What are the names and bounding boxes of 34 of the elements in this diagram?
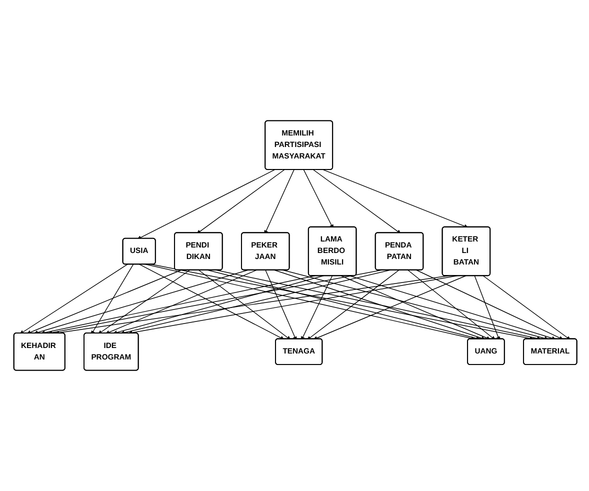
arrow	[26, 270, 182, 334]
arrow	[306, 270, 400, 340]
arrow	[150, 264, 534, 340]
arrow	[312, 169, 401, 234]
arrow	[313, 275, 467, 340]
arrow	[40, 275, 316, 335]
arrow	[214, 270, 542, 340]
arrow	[348, 275, 556, 340]
arrow	[48, 270, 383, 335]
arrow	[112, 275, 324, 335]
arrow	[273, 270, 486, 340]
arrow	[198, 270, 291, 340]
arrow	[105, 270, 258, 334]
arrow	[98, 270, 190, 334]
arrow	[206, 270, 480, 340]
arrow	[91, 264, 134, 335]
arrow	[340, 275, 490, 340]
arrow	[264, 169, 294, 235]
arrow	[265, 270, 297, 341]
arrow	[196, 169, 286, 234]
arrow	[144, 264, 476, 340]
arrow	[301, 275, 333, 341]
arrow	[282, 270, 548, 340]
arrow	[34, 270, 249, 334]
arrow	[137, 169, 276, 240]
arrow	[20, 264, 128, 334]
arrow	[303, 169, 334, 229]
arrow	[120, 270, 392, 335]
arrow	[482, 275, 571, 340]
arrow	[416, 270, 564, 340]
arrow	[474, 275, 500, 341]
arrow	[322, 169, 468, 228]
arrow	[407, 270, 496, 340]
arrow	[138, 264, 284, 340]
